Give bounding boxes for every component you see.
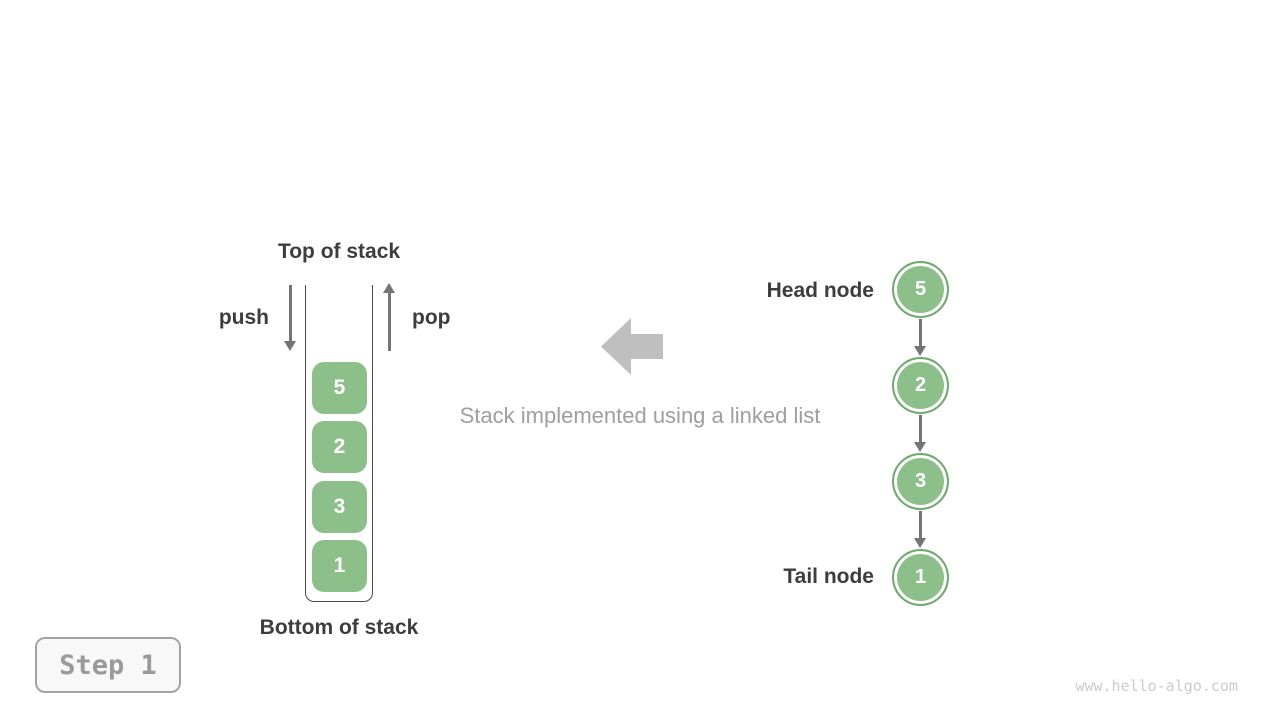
linked-list-node: 5 [892, 261, 949, 318]
stack-top-label: Top of stack [277, 240, 401, 263]
stack-block: 1 [312, 540, 367, 592]
arrow-shaft [289, 285, 292, 343]
left-block-arrow-icon [601, 318, 663, 375]
tail-node-label: Tail node [783, 565, 874, 588]
stack-block: 5 [312, 362, 367, 414]
arrow-head [284, 341, 296, 351]
arrow-shaft [388, 291, 391, 351]
caption-text: Stack implemented using a linked list [459, 403, 821, 428]
stack-container [305, 285, 373, 602]
head-node-label: Head node [766, 279, 874, 302]
linked-list-next-arrow-icon [914, 415, 927, 452]
linked-list-next-arrow-icon [914, 319, 927, 356]
arrow-head [914, 442, 926, 452]
watermark: www.hello-algo.com [1075, 677, 1238, 695]
stack-block: 2 [312, 421, 367, 473]
arrow-head [914, 346, 926, 356]
arrow-head [914, 538, 926, 548]
linked-list-node: 1 [892, 549, 949, 606]
stack-bottom-label: Bottom of stack [259, 616, 419, 639]
arrow-shaft [919, 511, 922, 540]
push-down-arrow-icon [284, 285, 297, 351]
linked-list-node: 3 [892, 453, 949, 510]
arrow-shaft [919, 319, 922, 348]
step-badge: Step 1 [35, 637, 181, 693]
pop-label: pop [412, 306, 451, 329]
linked-list-next-arrow-icon [914, 511, 927, 548]
stack-block: 3 [312, 481, 367, 533]
linked-list-node: 2 [892, 357, 949, 414]
arrow-shaft [919, 415, 922, 444]
push-label: push [218, 306, 269, 329]
arrow-head [383, 283, 395, 293]
pop-up-arrow-icon [383, 283, 396, 351]
